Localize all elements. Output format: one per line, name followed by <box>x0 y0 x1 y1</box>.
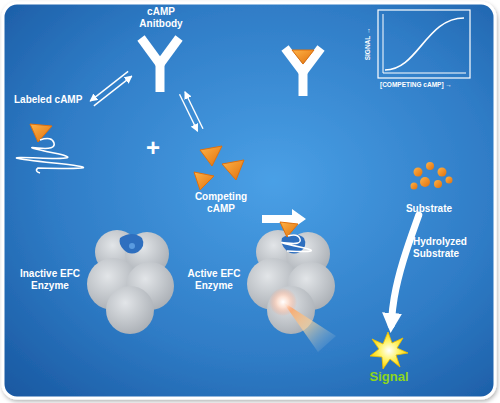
substrate-label: Substrate <box>398 158 460 215</box>
axis-label: [COMPETING cAMP] → <box>380 81 452 89</box>
signal-star <box>370 332 408 369</box>
node-text: Inactive EFC Enzyme <box>14 268 86 292</box>
labeled-camp-label: Labeled cAMP <box>14 94 92 174</box>
plus-sign: + <box>146 134 160 163</box>
node-text: Active EFC Enzyme <box>182 268 246 292</box>
axis-label: SIGNAL → <box>364 19 372 69</box>
node-text: Labeled cAMP <box>14 94 92 106</box>
node-text: cAMP Anitbody <box>130 6 192 30</box>
dose-response-chart <box>378 10 470 78</box>
node-text: Competing cAMP <box>180 191 262 215</box>
connector-line <box>180 94 198 131</box>
signal-label: Signal <box>360 325 418 385</box>
node-text: Signal <box>360 369 418 385</box>
substrate-symbol <box>411 162 453 190</box>
connector <box>391 215 419 325</box>
labeled-camp-symbol <box>16 124 83 173</box>
antibody-label: cAMP Anitbody <box>130 6 192 93</box>
antibody-symbol <box>141 38 179 92</box>
competing-camp-symbol <box>194 146 244 190</box>
active-enzyme-symbol <box>247 222 336 352</box>
active-enzyme-label: Active EFC Enzyme <box>182 268 246 294</box>
connector-line <box>391 215 419 325</box>
node-text: Substrate <box>398 203 460 215</box>
panel-ground <box>3 3 495 398</box>
connector <box>90 71 132 105</box>
competing-camp-label: Competing cAMP <box>180 130 262 215</box>
inactive-enzyme-label: Inactive EFC Enzyme <box>14 268 86 294</box>
connector-line <box>90 71 128 101</box>
inactive-enzyme-symbol <box>87 230 174 334</box>
connector-line <box>94 76 132 106</box>
bound-antibody-symbol <box>285 48 321 96</box>
connector-label: Hydrolyzed Substrate <box>413 236 475 260</box>
connector <box>180 92 203 132</box>
